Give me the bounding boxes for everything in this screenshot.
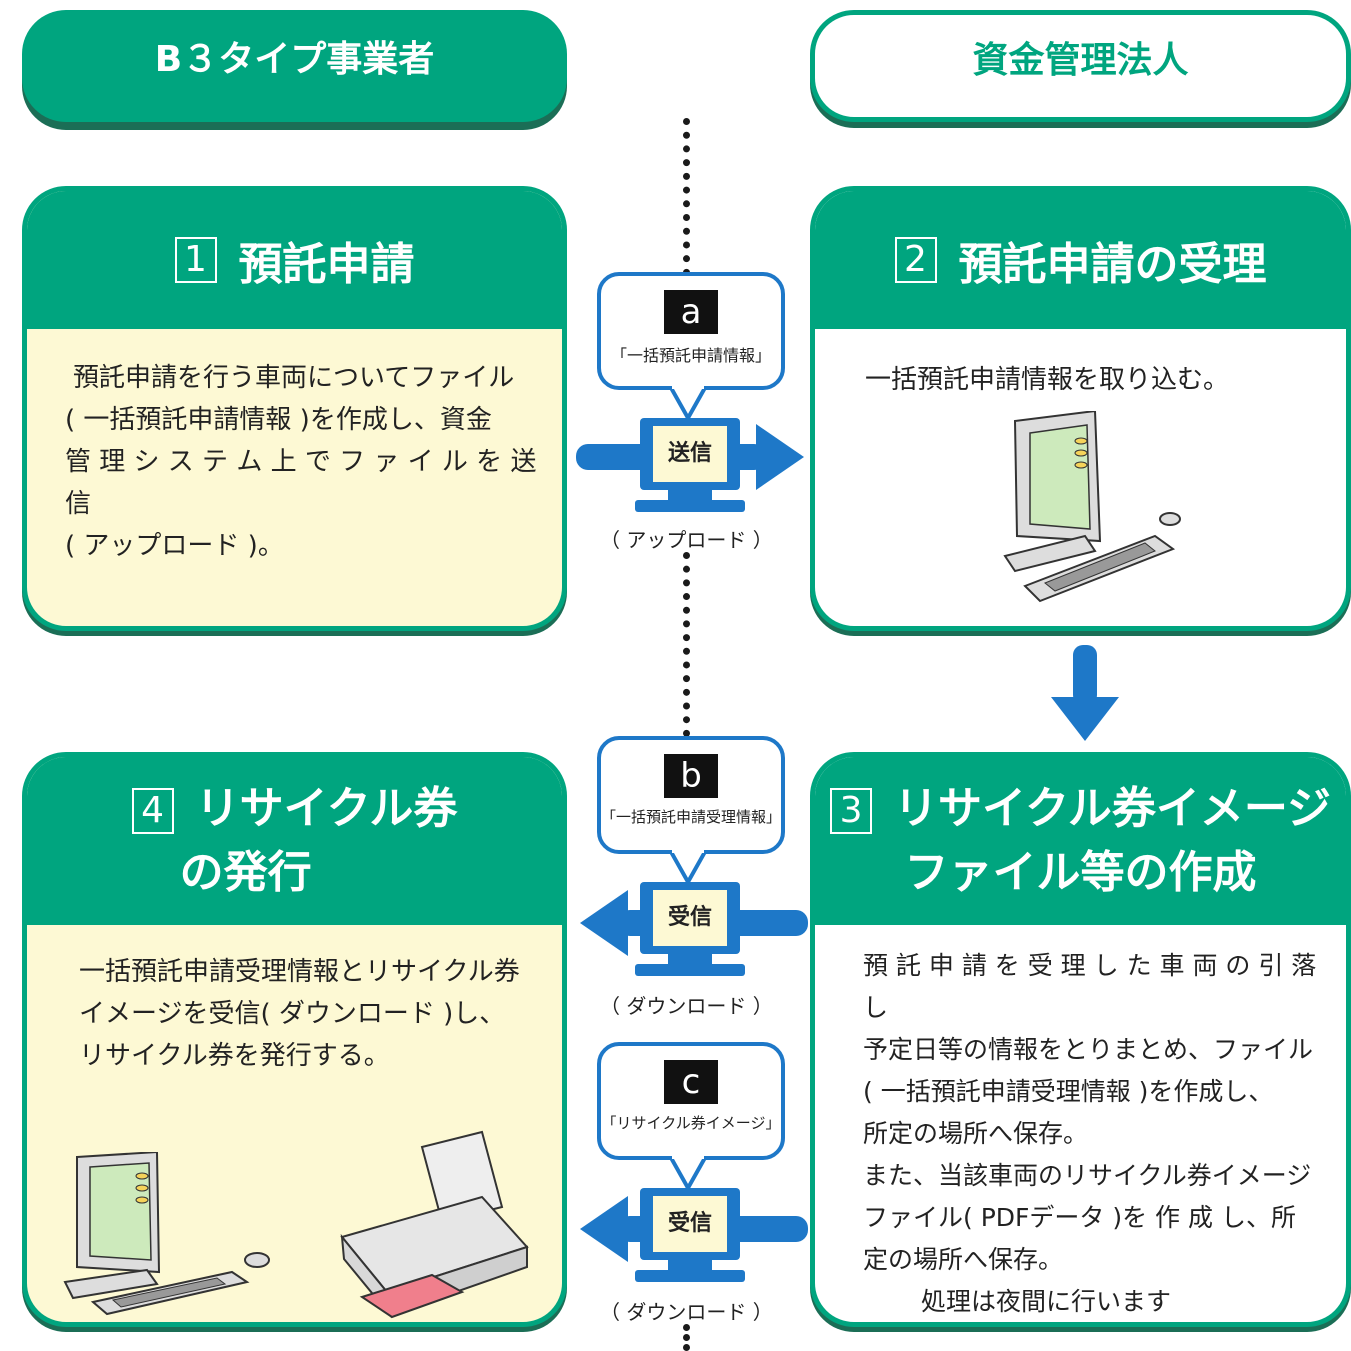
step3-card: 3 リサイクル券イメージ ファイル等の作成 預 託 申 請 を 受 理 し た 車… — [810, 752, 1351, 1327]
step3-body: 預 託 申 請 を 受 理 し た 車 両 の 引 落 し 予定日等の情報をとり… — [815, 925, 1346, 1322]
timeline-dots — [683, 552, 691, 737]
bubble-tail — [668, 850, 708, 886]
monitor-base — [635, 500, 745, 512]
transfer-a-caption: （ アップロード ） — [600, 528, 773, 552]
timeline-dots — [683, 1324, 691, 1351]
step4-title-line1: リサイクル券 — [195, 783, 458, 834]
transfer-c-letter: c — [664, 1060, 718, 1104]
bubble-tail — [668, 1156, 708, 1192]
step3-line: 定の場所へ保存。 — [863, 1245, 1064, 1274]
step2-number: 2 — [894, 237, 937, 283]
receive-screen: 受信 — [651, 1194, 729, 1254]
step3-title-line2: ファイル等の作成 — [904, 847, 1257, 898]
step1-line: ( 一括預託申請情報 )を作成し、資金 — [65, 405, 492, 435]
monitor-base — [668, 490, 712, 500]
step4-line: リサイクル券を発行する。 — [79, 1041, 390, 1071]
monitor-base — [635, 1270, 745, 1282]
step3-title: 3 リサイクル券イメージ ファイル等の作成 — [815, 757, 1346, 925]
step4-line: イメージを受信( ダウンロード )し、 — [79, 999, 506, 1029]
header-fund-management: 資金管理法人 — [810, 10, 1351, 122]
step3-line: ファイル( PDFデータ )を 作 成 し、所 — [863, 1203, 1296, 1232]
step4-line: 一括預託申請受理情報とリサイクル券 — [79, 957, 520, 987]
step3-line: 預 託 申 請 を 受 理 し た 車 両 の 引 落 し — [863, 951, 1317, 1022]
step4-body: 一括預託申請受理情報とリサイクル券 イメージを受信( ダウンロード )し、 リサ… — [27, 925, 562, 1077]
step3-note: 処理は夜間に行います — [921, 1287, 1172, 1316]
step1-line: ( アップロード )。 — [65, 531, 284, 561]
step2-title-text: 預託申請の受理 — [958, 239, 1267, 290]
step1-body: 預託申請を行う車両についてファイル ( 一括預託申請情報 )を作成し、資金 管 … — [27, 329, 562, 567]
receive-screen: 受信 — [651, 888, 729, 948]
transfer-b-letter: b — [664, 754, 718, 798]
transfer-b-bubble: b 「一括預託申請受理情報」 — [597, 736, 785, 854]
step1-title-text: 預託申請 — [238, 239, 415, 290]
step1-card: 1 預託申請 預託申請を行う車両についてファイル ( 一括預託申請情報 )を作成… — [22, 186, 567, 631]
step2-card: 2 預託申請の受理 一括預託申請情報を取り込む。 — [810, 186, 1351, 631]
step3-line: 所定の場所へ保存。 — [863, 1119, 1089, 1148]
step1-number: 1 — [174, 237, 217, 283]
step3-line: また、当該車両のリサイクル券イメージ — [863, 1161, 1312, 1190]
step2-body: 一括預託申請情報を取り込む。 — [865, 365, 1230, 395]
computer-icon — [1003, 411, 1181, 603]
monitor-base — [668, 954, 712, 964]
step1-line: 管 理 シ ス テ ム 上 で フ ァ イ ル を 送 信 — [65, 447, 537, 519]
transfer-c-bubble: c 「リサイクル券イメージ」 — [597, 1042, 785, 1160]
down-arrow — [1051, 645, 1119, 741]
step4-number: 4 — [131, 788, 174, 834]
step3-title-line1: リサイクル券イメージ — [894, 783, 1331, 834]
step1-title: 1 預託申請 — [27, 191, 562, 329]
bubble-tail — [668, 386, 708, 422]
step3-line: ( 一括預託申請受理情報 )を作成し、 — [863, 1077, 1274, 1106]
computer-icon — [63, 1152, 270, 1316]
transfer-a-bubble: a 「一括預託申請情報」 — [597, 272, 785, 390]
monitor-base — [668, 1260, 712, 1270]
transfer-a-label: 「一括預託申請情報」 — [610, 346, 771, 365]
step4-title-line2: の発行 — [179, 847, 312, 898]
step4-title: 4 リサイクル券 の発行 — [27, 757, 562, 925]
step2-title: 2 預託申請の受理 — [815, 191, 1346, 329]
header-b3-operator: B３タイプ事業者 — [22, 10, 567, 122]
send-screen: 送信 — [651, 424, 729, 484]
transfer-c-label: 「リサイクル券イメージ」 — [601, 1114, 781, 1132]
printer-icon — [340, 1130, 529, 1319]
step1-line: 預託申請を行う車両についてファイル — [73, 363, 515, 393]
transfer-a-letter: a — [664, 290, 718, 334]
transfer-c-caption: （ ダウンロード ） — [600, 1300, 773, 1324]
monitor-base — [635, 964, 745, 976]
step3-line: 予定日等の情報をとりまとめ、ファイル — [863, 1035, 1314, 1064]
transfer-b-caption: （ ダウンロード ） — [600, 994, 773, 1018]
transfer-b-label: 「一括預託申請受理情報」 — [601, 808, 782, 826]
step3-number: 3 — [830, 788, 873, 834]
timeline-dots — [683, 118, 691, 276]
step4-card: 4 リサイクル券 の発行 一括預託申請受理情報とリサイクル券 イメージを受信( ダ… — [22, 752, 567, 1327]
